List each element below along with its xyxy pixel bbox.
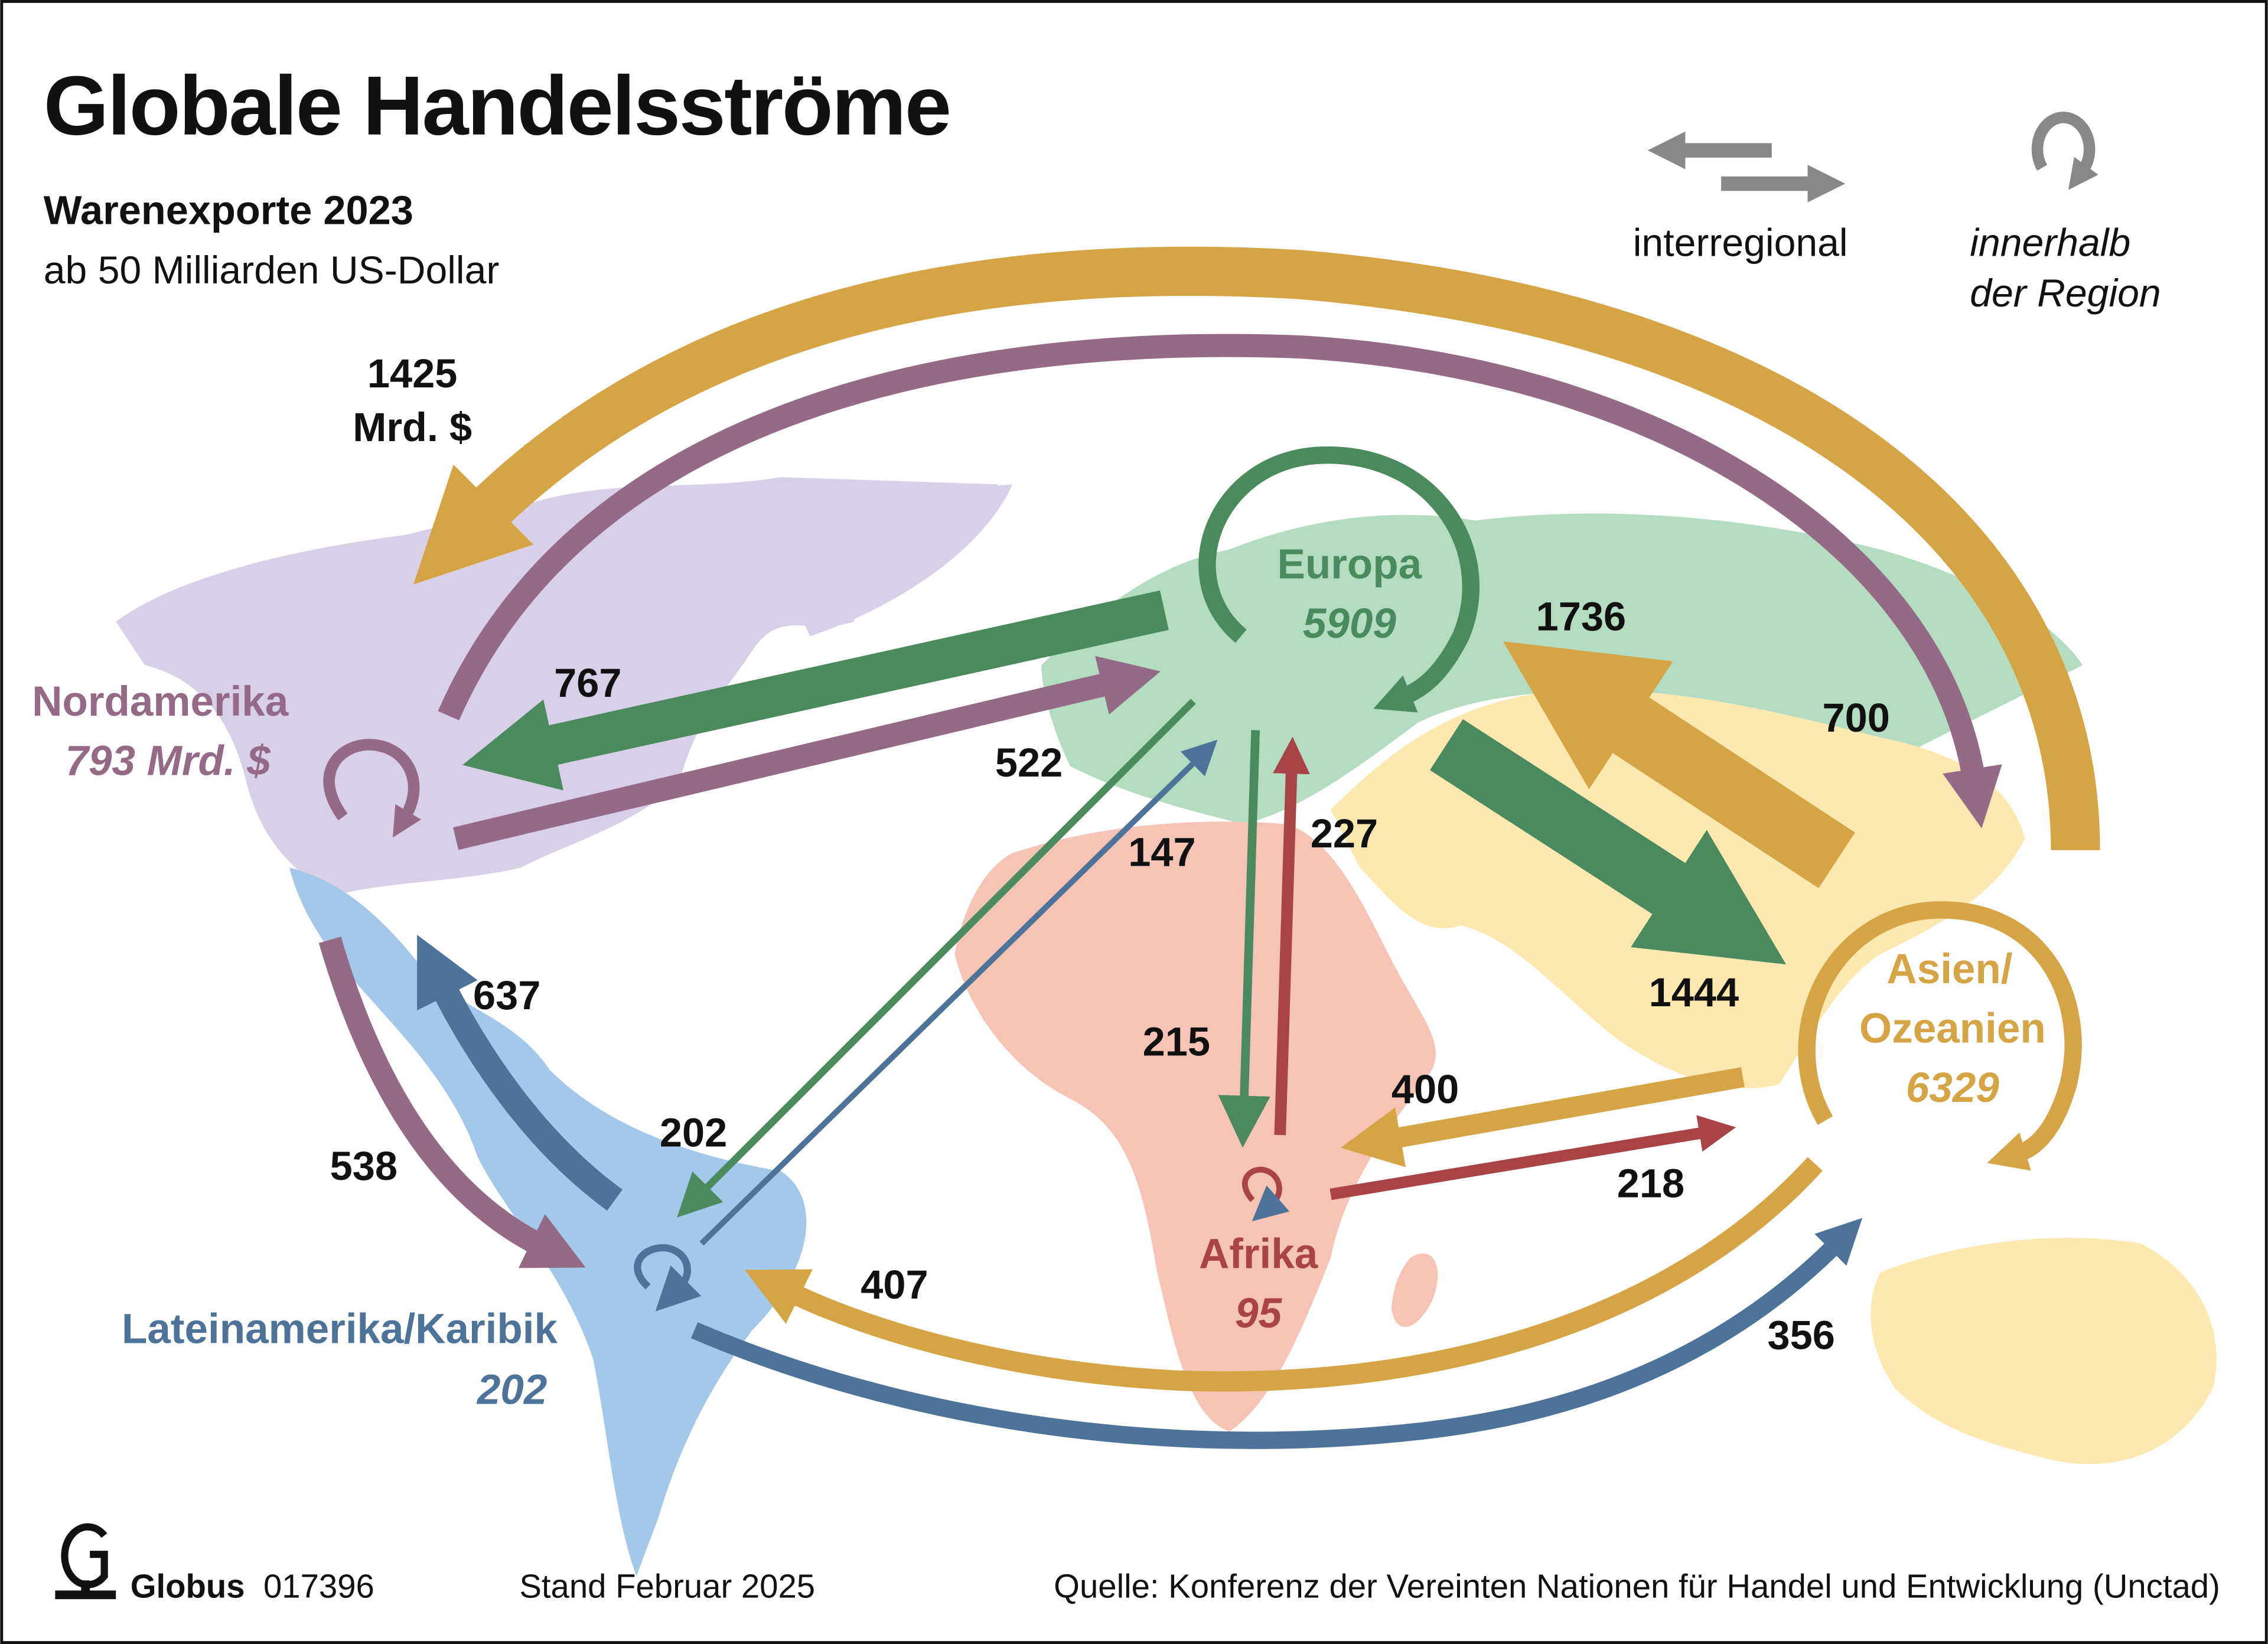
footer-date: Stand Februar 2025 bbox=[519, 1568, 815, 1605]
flow-value: 202 bbox=[660, 1110, 727, 1156]
region-name-asien-line2: Ozeanien bbox=[1859, 1005, 2046, 1052]
intra-loop-europa-icon bbox=[1198, 446, 1480, 713]
intra-loop-asien-icon bbox=[1798, 901, 2082, 1171]
intra-region-loop-icon bbox=[2031, 112, 2098, 190]
flow-value: 637 bbox=[473, 973, 540, 1018]
flow-value: 522 bbox=[995, 740, 1063, 785]
flow-value: 1736 bbox=[1536, 594, 1627, 640]
flow-value: 767 bbox=[554, 660, 621, 706]
flow-value: 215 bbox=[1143, 1019, 1210, 1064]
flow-afrika-asien bbox=[1329, 1115, 1736, 1201]
flow-value: 700 bbox=[1823, 695, 1890, 741]
legend-interregional: interregional bbox=[1633, 221, 1848, 265]
page-title: Globale Handelsströme bbox=[44, 59, 950, 153]
region-lateinamerika-shape bbox=[289, 867, 807, 1576]
region-name-europa: Europa bbox=[1278, 541, 1422, 588]
flow-nordamerika-europa bbox=[453, 655, 1161, 850]
flow-nordamerika-lateinamerika bbox=[318, 937, 586, 1268]
region-labels: Nordamerika 793 Mrd. $ Lateinamerika/Kar… bbox=[32, 541, 2046, 1413]
flow-nordamerika-asien bbox=[438, 334, 2002, 828]
subtitle: Warenexporte 2023 bbox=[44, 188, 413, 233]
flow-value: 218 bbox=[1617, 1160, 1684, 1206]
region-intra-europa: 5909 bbox=[1303, 601, 1396, 647]
flow-value: 227 bbox=[1311, 811, 1378, 856]
flow-lateinamerika-europa bbox=[699, 739, 1218, 1246]
region-nordamerika-shape bbox=[116, 477, 998, 897]
flow-value: 407 bbox=[861, 1262, 928, 1307]
footer: Globus 017396 Stand Februar 2025 Quelle:… bbox=[55, 1523, 2220, 1605]
region-name-asien-line1: Asien/ bbox=[1886, 946, 2012, 993]
region-intra-afrika: 95 bbox=[1235, 1290, 1282, 1337]
flows bbox=[318, 246, 2100, 1449]
region-name-lateinamerika: Lateinamerika/Karibik bbox=[122, 1306, 558, 1353]
flow-europa-nordamerika bbox=[462, 590, 1169, 791]
flow-value: 147 bbox=[1128, 830, 1195, 875]
region-name-afrika: Afrika bbox=[1199, 1231, 1318, 1277]
region-ozeanien-shape bbox=[1871, 1238, 2217, 1464]
legend-intra-line2: der Region bbox=[1970, 272, 2161, 315]
flow-labels: 1425 Mrd. $ 700 767 522 202 147 215 227 … bbox=[330, 351, 1890, 1358]
flow-value: 356 bbox=[1767, 1312, 1834, 1358]
footer-source: Quelle: Konferenz der Vereinten Nationen… bbox=[1054, 1568, 2220, 1605]
flow-lateinamerika-asien bbox=[690, 1218, 1863, 1449]
region-greenland-shape bbox=[788, 484, 1013, 637]
region-intra-asien: 6329 bbox=[1906, 1065, 1999, 1111]
flow-value: 1425 bbox=[367, 351, 457, 396]
flow-asien-afrika bbox=[1340, 1067, 1745, 1167]
flow-value: 538 bbox=[330, 1143, 397, 1189]
flow-asien-nordamerika bbox=[413, 246, 2100, 850]
region-intra-lateinamerika: 202 bbox=[476, 1367, 547, 1414]
flow-afrika-europa bbox=[1273, 736, 1310, 1136]
flow-asien-lateinamerika bbox=[744, 1157, 1823, 1392]
flow-europa-lateinamerika bbox=[677, 699, 1196, 1218]
flow-europa-afrika bbox=[1218, 730, 1270, 1148]
region-afrika-shape bbox=[954, 821, 1436, 1432]
flow-value: 1444 bbox=[1649, 970, 1739, 1015]
intra-loop-afrika-icon bbox=[1242, 1166, 1290, 1222]
footer-brand: Globus bbox=[131, 1568, 245, 1605]
region-madagascar-shape bbox=[1391, 1253, 1438, 1327]
region-intra-nordamerika: 793 Mrd. $ bbox=[66, 738, 272, 784]
region-name-nordamerika: Nordamerika bbox=[32, 679, 289, 725]
flow-value-unit: Mrd. $ bbox=[353, 405, 472, 450]
legend-intra-line1: innerhalb bbox=[1970, 221, 2130, 265]
footer-id: 017396 bbox=[263, 1568, 374, 1605]
intra-loop-lateinamerika-icon bbox=[634, 1244, 702, 1312]
flow-asien-europa bbox=[1503, 641, 1855, 888]
intra-loop-nordamerika-icon bbox=[323, 739, 422, 838]
flow-value: 400 bbox=[1392, 1066, 1459, 1112]
globus-logo-icon bbox=[55, 1523, 116, 1600]
subtitle-range: ab 50 Milliarden US-Dollar bbox=[44, 249, 500, 292]
flow-lateinamerika-nordamerika bbox=[417, 935, 623, 1211]
flow-europa-asien bbox=[1429, 719, 1787, 965]
legend: interregional innerhalb der Region bbox=[1633, 112, 2161, 315]
